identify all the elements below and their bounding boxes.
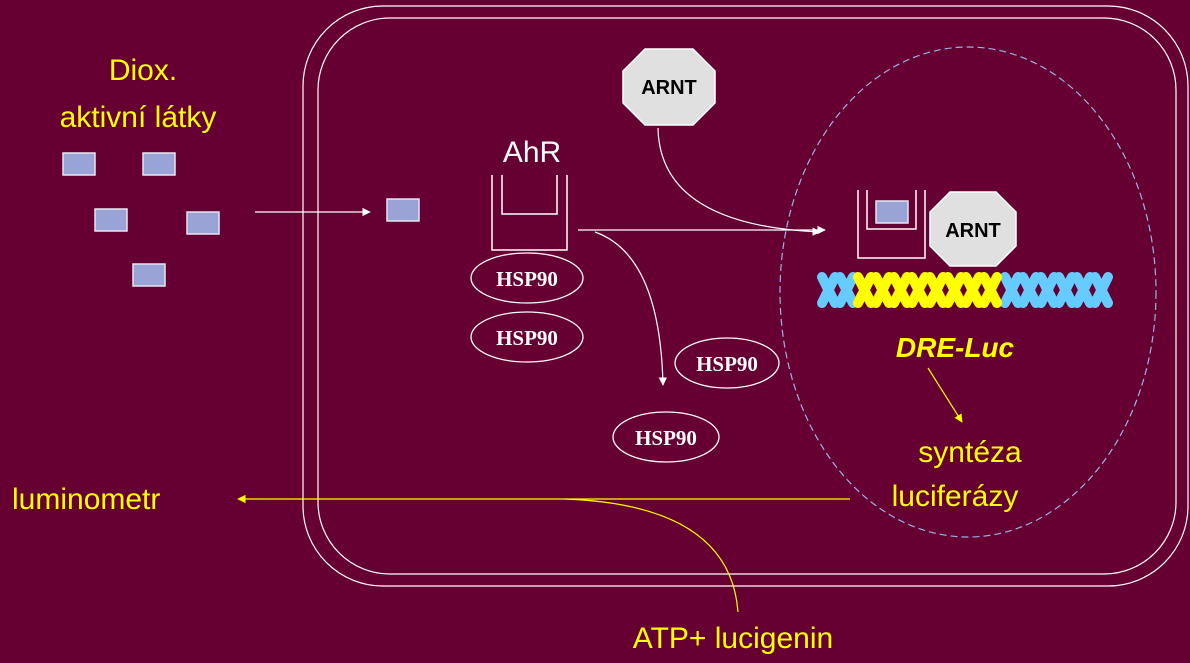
ligand-label-line1: Diox. [109,54,177,87]
synthesis-label-line2: luciferázy [892,480,1019,513]
ligand-molecule-intracellular [386,198,420,222]
ligand-label-line2: aktivní látky [60,101,217,134]
hsp90-released-2: HSP90 [612,411,720,463]
ligand-molecules [62,152,220,287]
svg-text:ARNT: ARNT [641,77,697,99]
substrate-label: ATP+ lucigenin [633,622,833,655]
arnt-cytoplasmic: ARNT [622,48,716,126]
dre-luc-label: DRE-Luc [896,332,1015,363]
svg-text:HSP90: HSP90 [696,352,758,376]
dna-helix [817,272,1113,308]
substrate-link [564,498,739,613]
ligand-molecule [62,152,96,176]
expression-arrow [927,367,963,423]
ahr-arnt-complex: ARNT [857,190,1017,267]
ahr-receptor-nuclear [857,190,926,259]
svg-text:HSP90: HSP90 [496,267,558,291]
ligand-molecule [94,208,128,232]
hsp90-release-arrow [594,231,668,386]
ligand-molecule [186,211,220,235]
arnt-translocation-arrow [657,127,821,236]
ligand-molecule [142,152,176,176]
nucleus-outline [779,46,1157,538]
dna-strand-blue [817,272,858,308]
luminometer-label: luminometr [12,483,160,516]
dna-strand-blue [1000,272,1113,308]
ahr-label: AhR [503,136,561,169]
ligand-molecule [132,263,166,287]
hsp90-released-1: HSP90 [674,337,780,389]
hsp90-bound-2: HSP90 [470,311,584,363]
svg-text:HSP90: HSP90 [496,326,558,350]
ligand-molecule-nuclear [875,200,909,224]
svg-text:HSP90: HSP90 [635,426,697,450]
cell-membrane [302,5,1189,587]
synthesis-label-line1: syntéza [918,436,1022,469]
hsp90-bound-1: HSP90 [470,252,584,304]
svg-text:ARNT: ARNT [945,220,1001,242]
arnt-nuclear: ARNT [929,191,1017,267]
ahr-receptor-shape [491,175,568,251]
dna-strand-yellow [853,272,1002,308]
